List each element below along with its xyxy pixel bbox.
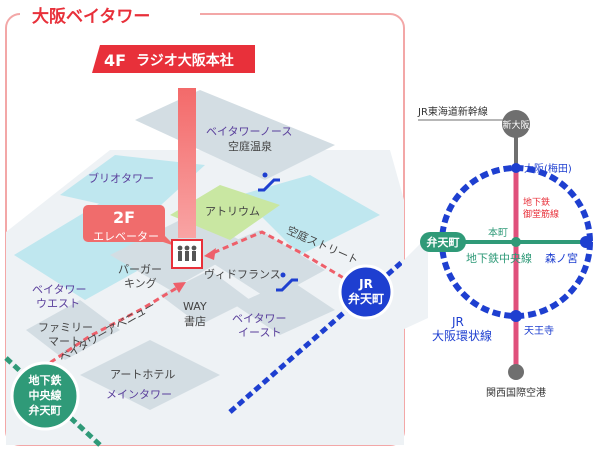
east-building	[235, 280, 335, 335]
family-building	[26, 300, 120, 360]
morinomiya-station	[580, 236, 592, 248]
route-arrowhead	[173, 282, 186, 293]
label-parking-1: パーガー	[118, 263, 162, 276]
bentencho-marker: 弁天町	[420, 232, 466, 252]
metro-station-line1: 地下鉄	[29, 373, 63, 387]
label-sorani-onsen: 空庭温泉	[228, 139, 272, 153]
midosuji-label-1: 地下鉄	[523, 196, 550, 208]
elevator-column	[178, 88, 196, 238]
kix-marker	[508, 364, 524, 380]
loop-label-2: 大阪環状線	[432, 328, 492, 343]
label-bay-east-2: イースト	[238, 326, 281, 339]
main-building	[80, 340, 220, 410]
umeda-station	[511, 163, 521, 173]
label-vid-france: ヴィドフランス	[204, 267, 281, 281]
label-brio-tower: ブリオタワー	[88, 171, 154, 185]
jr-station-marker: JR 弁天町	[338, 264, 394, 320]
label-way: WAY	[183, 300, 207, 313]
label-bookstore: 書店	[184, 314, 206, 328]
label-bay-west-2: ウエスト	[36, 297, 80, 310]
honmachi-label: 本町	[488, 226, 508, 239]
escalator-icon	[276, 272, 298, 292]
destination-floor: 4F	[104, 51, 126, 70]
umeda-label: 大阪(梅田)	[524, 162, 572, 175]
chuo-label: 地下鉄中央線	[466, 251, 532, 265]
label-family-2: マート	[48, 335, 81, 348]
elevator-icon	[171, 239, 203, 269]
metro-station-line2: 中央線	[29, 388, 62, 402]
jr-station-line: JR	[358, 277, 373, 291]
label-bay-north: ベイタワーノース	[206, 125, 292, 138]
label-parking-2: キング	[124, 276, 157, 290]
tennoji-label: 天王寺	[524, 325, 554, 337]
metro-station-marker: 地下鉄 中央線 弁天町	[10, 361, 80, 431]
route-from-metro	[41, 284, 181, 370]
destination-name: ラジオ大阪本社	[136, 52, 234, 69]
honmachi-station	[511, 237, 521, 247]
shin-osaka-label: 新大阪	[502, 119, 529, 131]
brio-zone	[60, 155, 205, 215]
label-atrium: アトリウム	[205, 205, 260, 218]
elevator-callout: 2F エレベーター	[83, 205, 175, 246]
route-arrowhead	[204, 248, 216, 260]
morinomiya-label: 森ノ宮	[545, 251, 578, 265]
label-bay-east-1: ベイタワー	[232, 312, 287, 325]
tennoji-station	[510, 310, 522, 322]
jr-station-name: 弁天町	[348, 291, 384, 306]
bentencho-label: 弁天町	[427, 235, 460, 249]
label-art-hotel: アートホテル	[110, 368, 175, 381]
label-bay-west-1: ベイタワー	[32, 283, 87, 296]
map-title: 大阪ベイタワー	[32, 6, 150, 27]
tokaido-label: JR東海道新幹線	[417, 105, 488, 118]
escalator-icon	[258, 172, 280, 192]
sora-zone	[240, 175, 380, 255]
route-from-jr	[207, 230, 353, 285]
shin-osaka-marker	[502, 110, 530, 138]
elevator-label: エレベーター	[93, 230, 159, 243]
midosuji-label-2: 御堂筋線	[523, 208, 559, 220]
label-main-tower: メインタワー	[106, 388, 172, 401]
metro-station-name: 弁天町	[29, 403, 62, 417]
atrium-area	[170, 185, 280, 240]
loop-label-1: JR	[451, 315, 464, 329]
label-family-1: ファミリー	[38, 321, 93, 334]
kix-label: 関西国際空港	[486, 386, 546, 399]
rail-map-callout	[402, 236, 428, 330]
elevator-floor: 2F	[113, 208, 135, 227]
destination-banner: 4F ラジオ大阪本社	[92, 45, 255, 73]
